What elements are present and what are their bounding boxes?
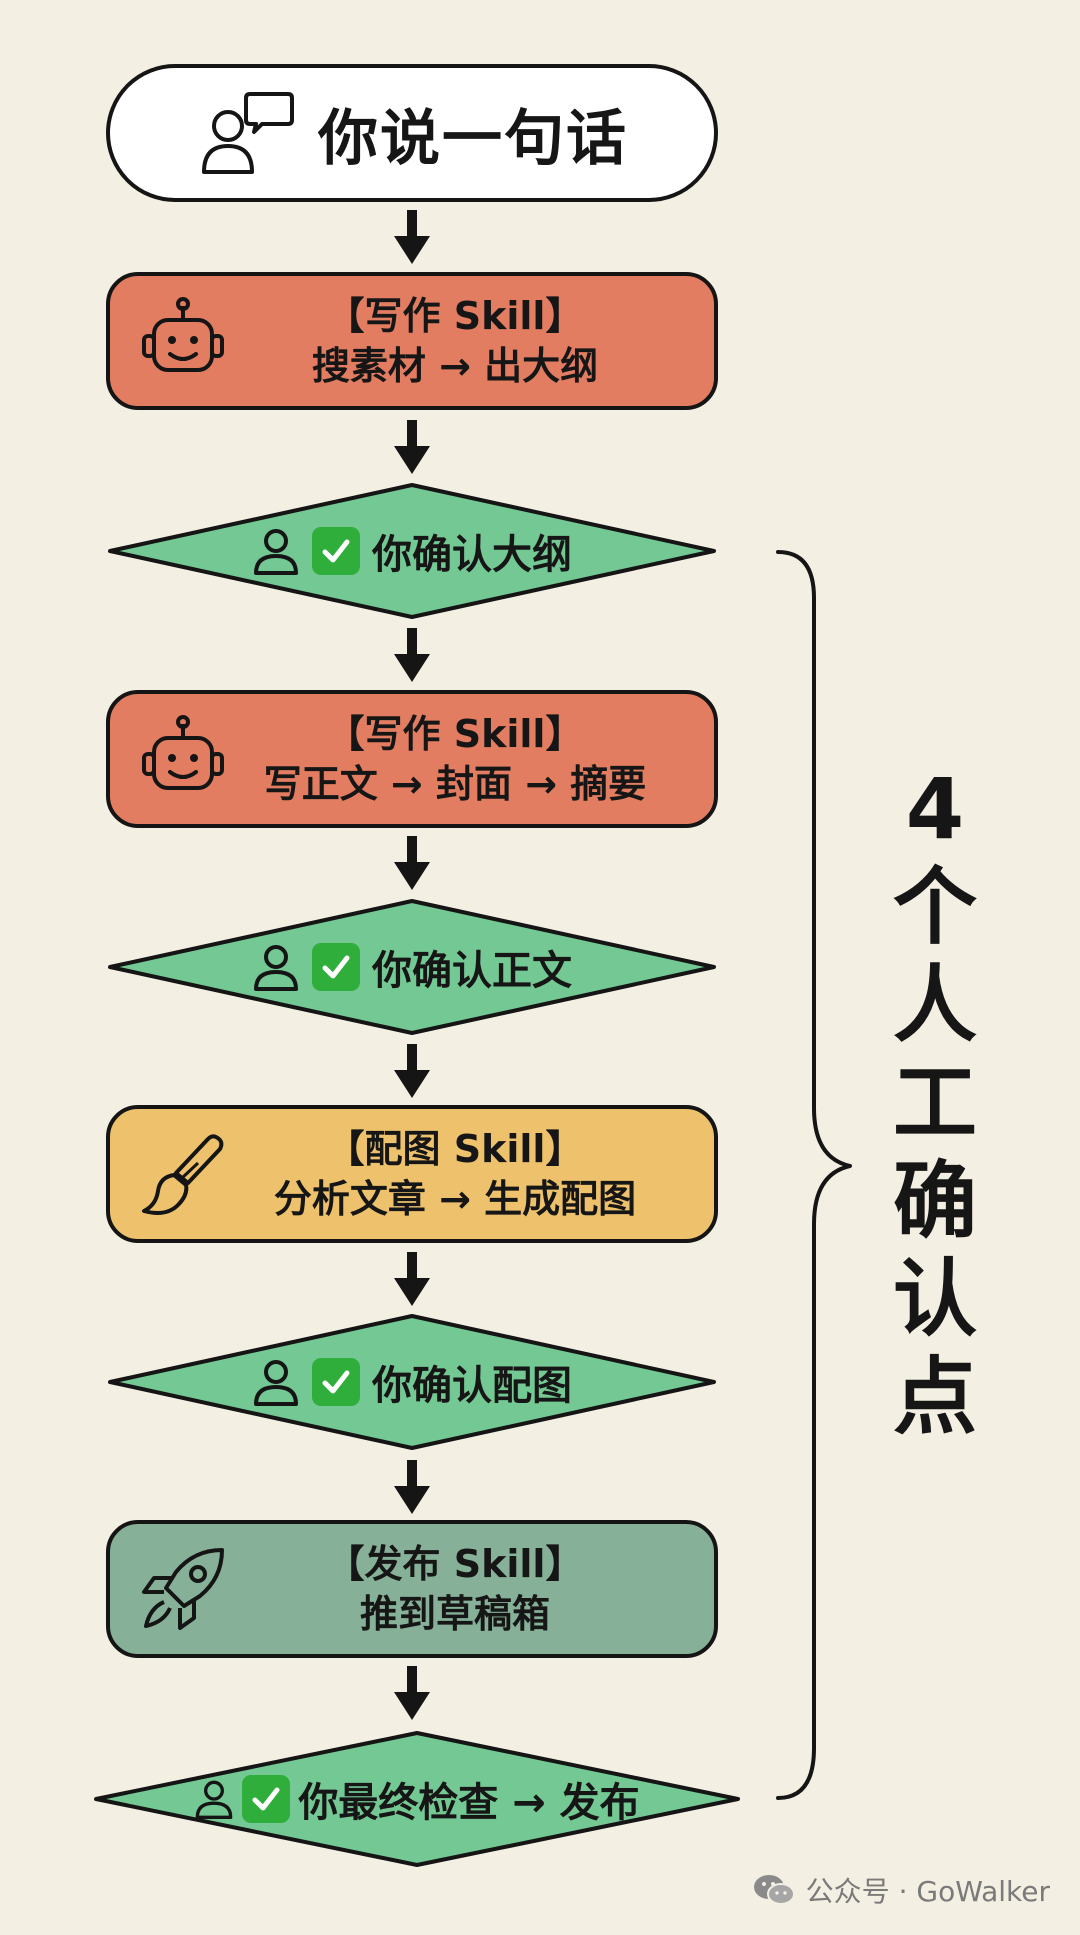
robot-icon	[142, 715, 224, 790]
flow-arrow	[394, 1460, 430, 1514]
robot-icon	[142, 297, 224, 372]
confirm-content-node: 你确认正文	[106, 898, 718, 1036]
watermark-text: 公众号 · GoWalker	[805, 1875, 1050, 1908]
flow-arrow	[394, 1666, 430, 1720]
skill-title: 【写作 Skill】	[326, 712, 584, 756]
flow-arrow	[394, 628, 430, 682]
flow-arrow	[394, 420, 430, 474]
skill-subtitle: 分析文章 → 生成配图	[273, 1177, 637, 1221]
publish-skill-node: 【发布 Skill】 推到草稿箱	[106, 1520, 718, 1658]
confirmation-points-label: 4个人工确认点	[892, 760, 977, 1446]
user-icon	[254, 1360, 298, 1406]
skill-title: 【发布 Skill】	[326, 1542, 584, 1586]
curly-brace	[776, 550, 852, 1800]
user-icon	[254, 529, 298, 575]
writing-skill-content-node: 【写作 Skill】 写正文 → 封面 → 摘要	[106, 690, 718, 828]
user-chat-icon	[202, 92, 294, 174]
start-node: 你说一句话	[106, 64, 718, 202]
confirm-image-node: 你确认配图	[106, 1313, 718, 1451]
confirm-text: 你最终检查 → 发布	[298, 1780, 640, 1826]
flow-arrow	[394, 836, 430, 890]
wechat-icon	[753, 1875, 795, 1905]
skill-subtitle: 推到草稿箱	[359, 1592, 550, 1636]
writing-skill-outline-node: 【写作 Skill】 搜素材 → 出大纲	[106, 272, 718, 410]
check-icon	[312, 527, 360, 575]
user-icon	[254, 945, 298, 991]
confirm-text: 你确认配图	[372, 1363, 572, 1409]
flow-arrow	[394, 210, 430, 264]
image-skill-node: 【配图 Skill】 分析文章 → 生成配图	[106, 1105, 718, 1243]
confirm-outline-node: 你确认大纲	[106, 482, 718, 620]
paintbrush-icon	[142, 1134, 224, 1215]
skill-title: 【写作 Skill】	[326, 294, 584, 338]
start-title: 你说一句话	[318, 103, 628, 174]
skill-subtitle: 搜素材 → 出大纲	[311, 344, 599, 388]
skill-subtitle: 写正文 → 封面 → 摘要	[263, 762, 647, 806]
rocket-icon	[142, 1548, 224, 1630]
check-icon	[312, 943, 360, 991]
flow-arrow	[394, 1044, 430, 1098]
check-icon	[312, 1358, 360, 1406]
flow-arrow	[394, 1252, 430, 1306]
user-icon	[195, 1780, 233, 1820]
skill-title: 【配图 Skill】	[326, 1127, 584, 1171]
final-check-node: 你最终检查 → 发布	[92, 1730, 742, 1868]
confirm-text: 你确认大纲	[372, 532, 572, 578]
check-icon	[242, 1775, 291, 1823]
confirm-text: 你确认正文	[372, 948, 572, 994]
watermark: 公众号 · GoWalker	[752, 1870, 1050, 1910]
